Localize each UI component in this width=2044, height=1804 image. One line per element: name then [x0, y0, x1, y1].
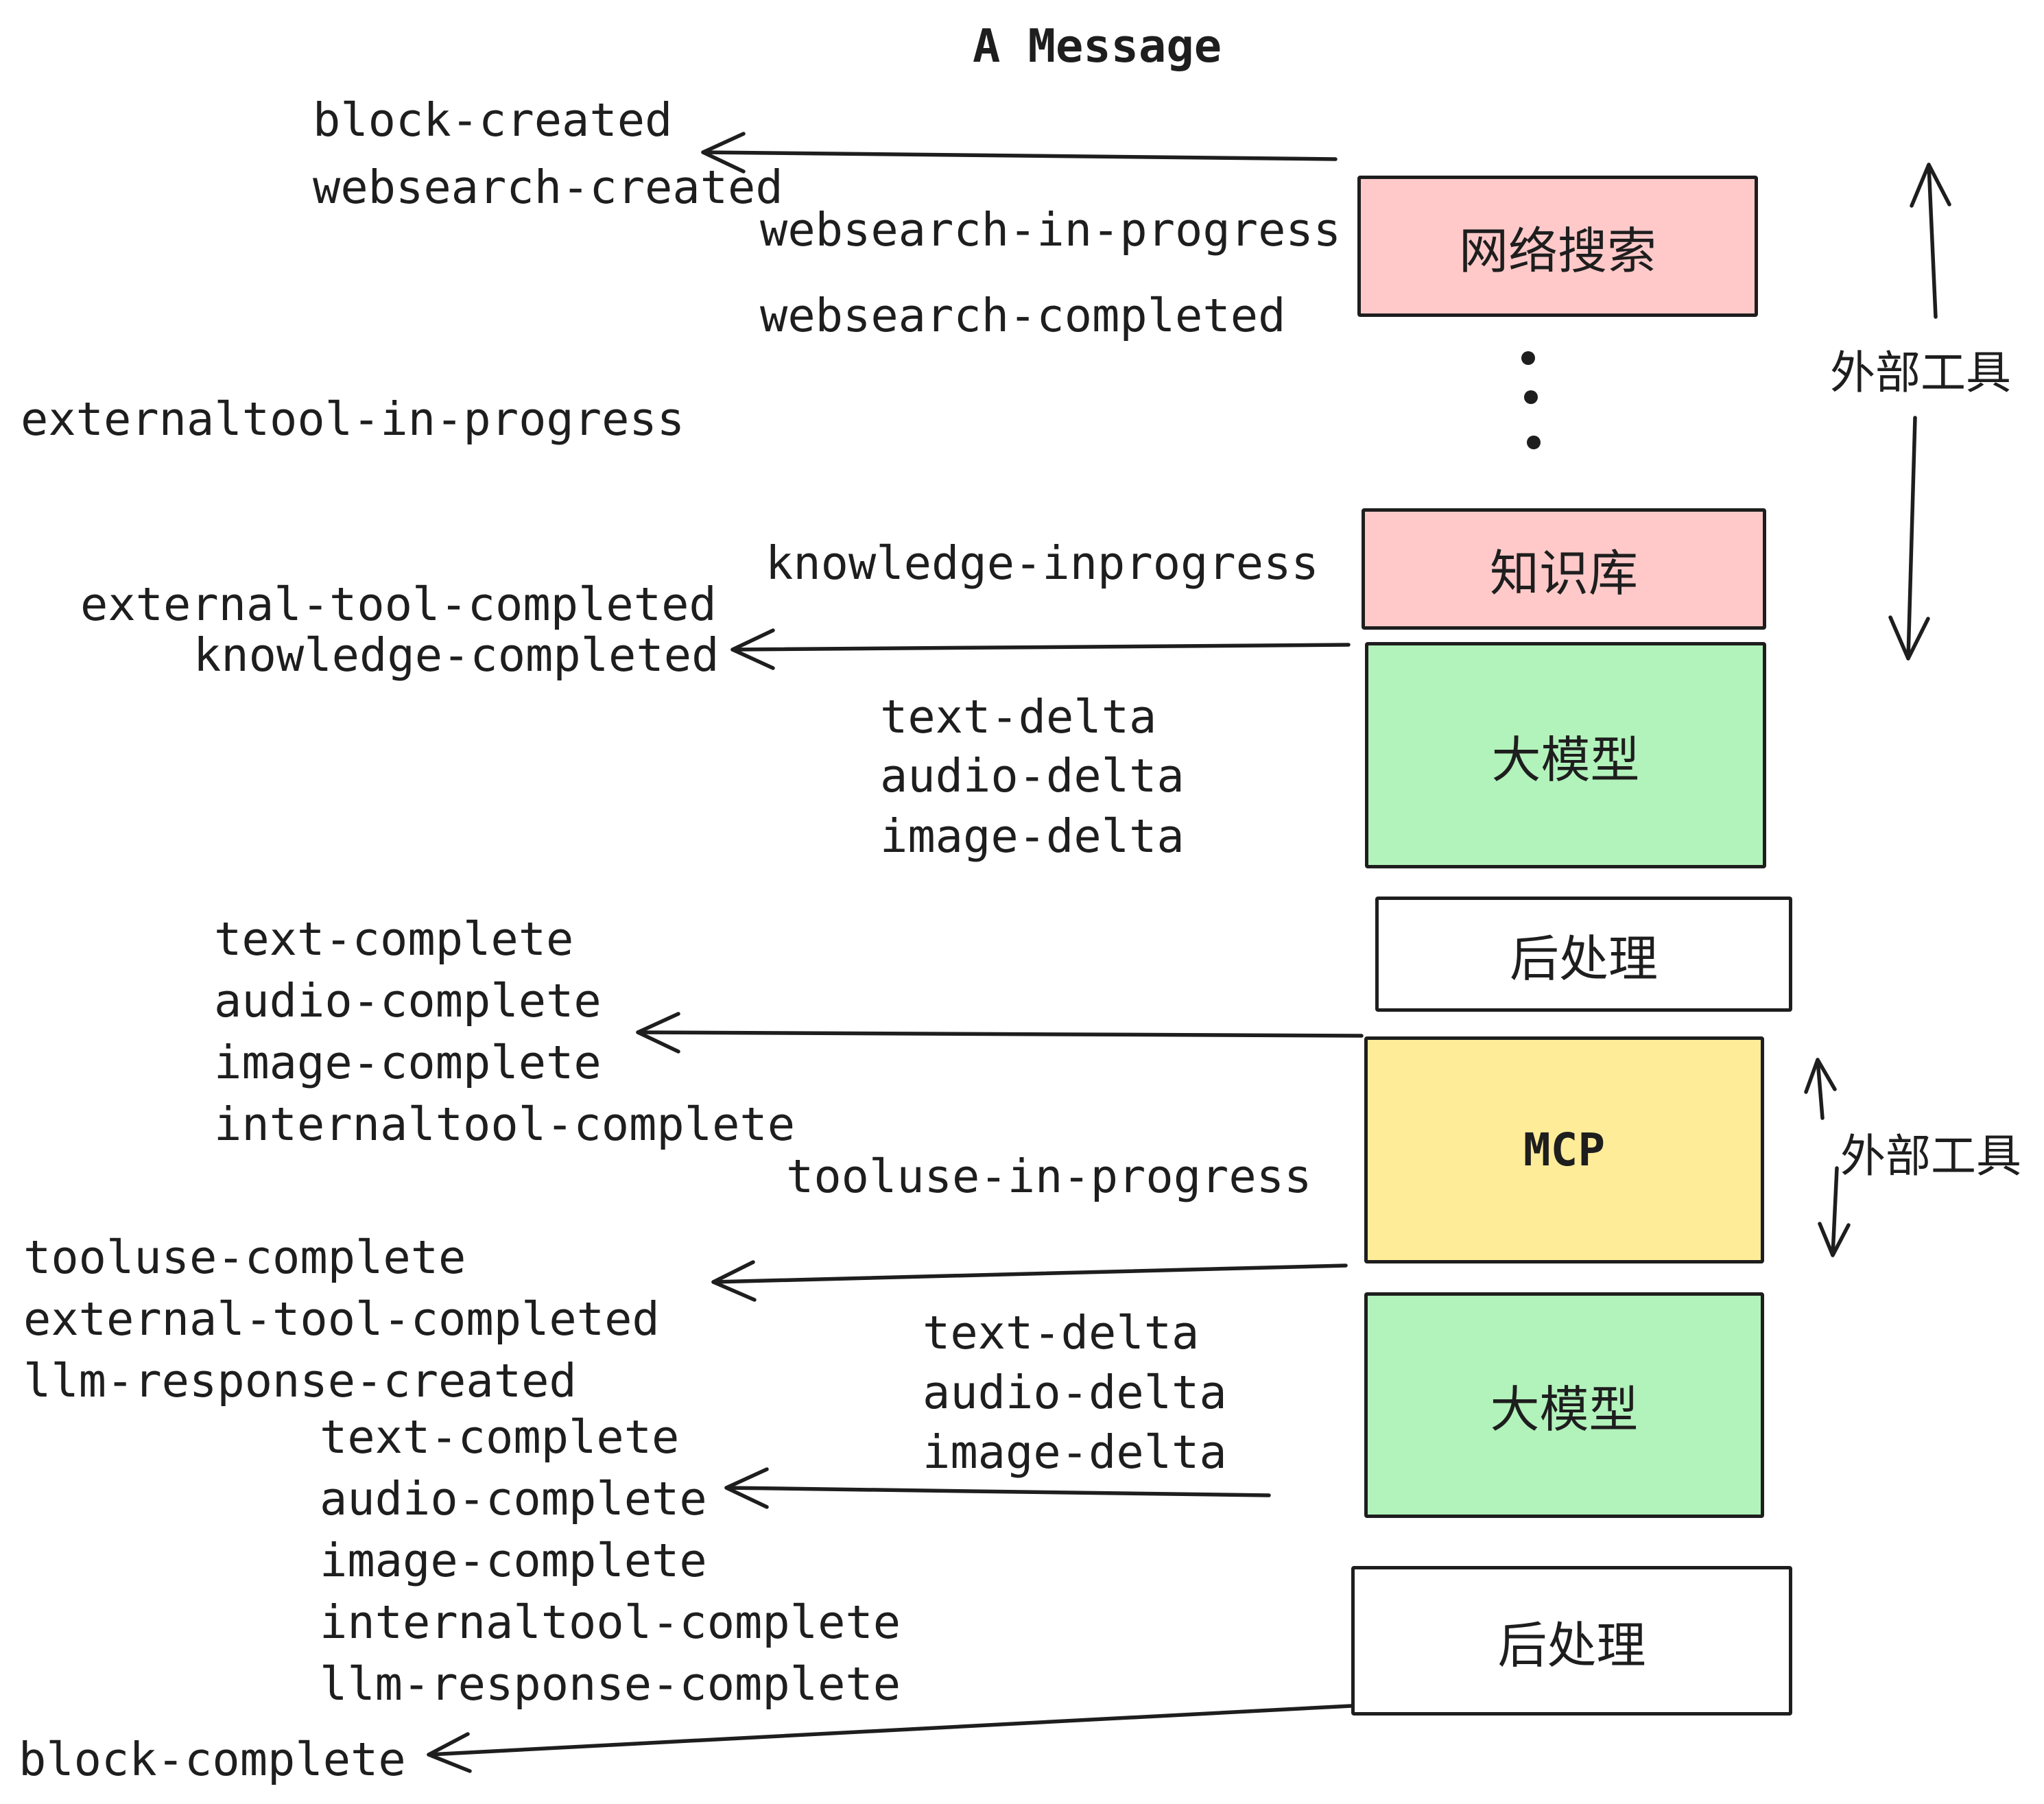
arrow-external-tools-bottom-down [1818, 1166, 1851, 1257]
event-image-complete-1: image-complete [214, 1036, 602, 1089]
event-external-tool-completed-1: external-tool-completed [80, 578, 717, 631]
arrow-knowledge-completed [730, 628, 1351, 670]
postprocess-box-bottom: 后处理 [1351, 1566, 1792, 1716]
arrow-external-tools-bottom-up [1804, 1058, 1837, 1120]
event-block-complete: block-complete [19, 1733, 406, 1786]
event-websearch-in-progress: websearch-in-progress [760, 203, 1342, 257]
event-text-complete-2: text-complete [320, 1410, 680, 1464]
arrow-block-created [701, 132, 1338, 174]
knowledge-base-box-label: 知识库 [1489, 547, 1638, 602]
arrow-external-tools-top-down [1888, 416, 1930, 661]
event-websearch-created: websearch-created [313, 161, 783, 214]
llm-box-top-label: 大模型 [1491, 733, 1640, 788]
knowledge-base-box: 知识库 [1362, 508, 1766, 630]
event-audio-complete-1: audio-complete [214, 974, 602, 1028]
event-llm-response-created: llm-response-created [23, 1354, 577, 1408]
event-internaltool-complete-1: internaltool-complete [214, 1097, 796, 1151]
event-block-created: block-created [313, 93, 673, 147]
llm-box-bottom-label: 大模型 [1490, 1383, 1639, 1438]
event-knowledge-completed: knowledge-completed [193, 628, 720, 682]
llm-box-bottom: 大模型 [1364, 1292, 1764, 1518]
arrow-block-complete [427, 1704, 1353, 1773]
event-audio-complete-2: audio-complete [320, 1472, 707, 1526]
llm-box-top: 大模型 [1365, 642, 1766, 868]
event-text-delta-1: text-delta [880, 690, 1157, 744]
ellipsis-dots [1521, 351, 1541, 449]
event-knowledge-inprogress: knowledge-inprogress [765, 536, 1319, 590]
mcp-box: MCP [1364, 1036, 1764, 1263]
websearch-box: 网络搜索 [1357, 176, 1758, 317]
event-external-tool-completed-2: external-tool-completed [23, 1292, 660, 1346]
external-tools-label-bottom: 外部工具 [1840, 1130, 2021, 1181]
event-llm-response-complete: llm-response-complete [320, 1657, 901, 1711]
event-tooluse-complete: tooluse-complete [23, 1231, 466, 1284]
event-audio-delta-2: audio-delta [923, 1366, 1227, 1419]
event-tooluse-in-progress: tooluse-in-progress [786, 1150, 1312, 1203]
external-tools-label-top: 外部工具 [1830, 347, 2011, 398]
arrow-audio-complete [724, 1467, 1271, 1509]
event-externaltool-in-progress: externaltool-in-progress [21, 392, 685, 446]
postprocess-box-top: 后处理 [1375, 897, 1792, 1012]
event-image-delta-1: image-delta [880, 809, 1185, 863]
event-audio-delta-1: audio-delta [880, 749, 1185, 803]
postprocess-box-bottom-label: 后处理 [1497, 1618, 1646, 1674]
event-text-complete-1: text-complete [214, 912, 574, 966]
arrow-image-complete [636, 1012, 1364, 1054]
arrow-external-tools-top-up [1910, 163, 1951, 319]
postprocess-box-top-label: 后处理 [1509, 931, 1658, 987]
mcp-box-label: MCP [1523, 1124, 1606, 1176]
event-websearch-completed: websearch-completed [760, 289, 1286, 342]
event-image-complete-2: image-complete [320, 1534, 707, 1587]
arrow-tooluse-complete [711, 1260, 1348, 1302]
diagram-title: A Message [973, 19, 1222, 73]
event-text-delta-2: text-delta [923, 1306, 1200, 1360]
event-image-delta-2: image-delta [923, 1425, 1227, 1479]
event-internaltool-complete-2: internaltool-complete [320, 1595, 901, 1649]
websearch-box-label: 网络搜索 [1458, 224, 1656, 279]
